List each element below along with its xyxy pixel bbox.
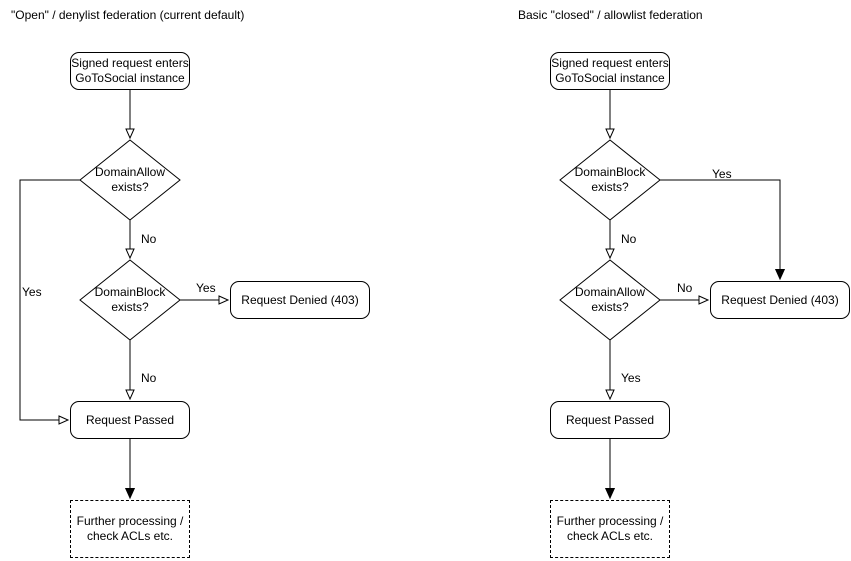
left-chart-title: "Open" / denylist federation (current de… [11,8,245,22]
right-decision2-no-label: No [677,281,693,295]
left-denied-node: Request Denied (403) [230,281,370,319]
left-passed-node: Request Passed [70,401,190,439]
edge-right-decision1-yes-to-denied [660,179,780,279]
left-decision2-diamond [79,259,181,341]
right-decision1-diamond [559,139,661,221]
left-decision2-no-label: No [141,371,157,385]
left-decision2-yes-label: Yes [196,281,216,295]
left-start-node: Signed request enters GoToSocial instanc… [70,52,190,90]
edge-left-decision1-yes-to-passed [19,179,80,425]
right-passed-node: Request Passed [550,401,670,439]
right-start-node: Signed request enters GoToSocial instanc… [550,52,670,90]
right-decision1-no-label: No [621,232,637,246]
left-decision1-yes-label: Yes [22,285,42,299]
right-decision2-yes-label: Yes [621,371,641,385]
right-chart-title: Basic "closed" / allowlist federation [518,8,703,22]
right-decision1-yes-label: Yes [712,167,732,181]
left-decision1-no-label: No [141,232,157,246]
left-decision1-diamond [79,139,181,221]
right-denied-node: Request Denied (403) [710,281,850,319]
right-decision2-diamond [559,259,661,341]
right-further-node: Further processing / check ACLs etc. [550,500,670,558]
left-further-node: Further processing / check ACLs etc. [70,500,190,558]
